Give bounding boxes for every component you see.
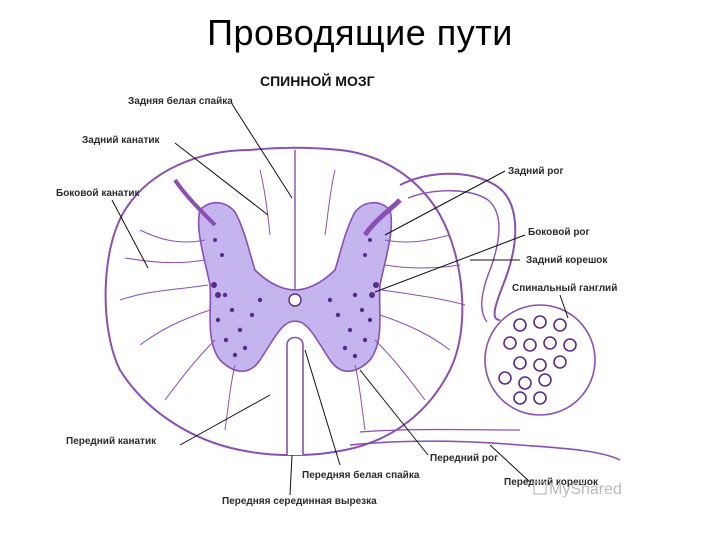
- gray-matter: [197, 201, 393, 373]
- label-peredniy-rog: Передний рог: [430, 453, 498, 464]
- label-peredniy-kanatik: Передний канатик: [66, 436, 157, 447]
- watermark-text: MyShared: [549, 481, 622, 498]
- ganglion-cells: [498, 315, 577, 405]
- dorsal-horn-right: [362, 198, 402, 237]
- white-matter-outline: [104, 146, 464, 456]
- label-bokovoy-rog: Боковой рог: [528, 227, 590, 238]
- slide-title: Проводящие пути: [207, 12, 513, 53]
- dorsal-horn-left: [173, 178, 217, 227]
- label-bokovoy-kanatik: Боковой канатик: [56, 188, 141, 199]
- anterior-median-fissure: [286, 336, 304, 455]
- spinal-ganglion: [484, 304, 596, 416]
- label-zadnyaya-belaya-spaika: Задняя белая спайка: [128, 95, 233, 107]
- label-pointers: [111, 103, 569, 496]
- label-perednyaya-belaya-spaika: Передняя белая спайка: [302, 469, 420, 481]
- label-zadniy-rog: Задний рог: [508, 166, 564, 177]
- label-spinalnyi-gangliy: Спинальный ганглий: [512, 283, 617, 294]
- watermark-logo-icon: [533, 481, 547, 495]
- dorsal-root-outline: [399, 172, 517, 321]
- ventral-root-inner: [359, 428, 521, 433]
- diagram-heading: СПИННОЙ МОЗГ: [260, 72, 375, 89]
- dorsal-root-inner: [407, 190, 500, 323]
- label-zadniy-kanatik: Задний канатик: [82, 135, 161, 146]
- label-peredniy-koreshok: Передний корешок: [504, 477, 599, 488]
- white-matter-fibers: [119, 169, 466, 431]
- ventral-root-outline: [349, 440, 621, 461]
- gray-matter-neurons: [211, 238, 379, 359]
- label-zadniy-koreshok: Задний корешок: [526, 255, 608, 266]
- label-perednyaya-sredinnaya-vyrezka: Передняя серединная вырезка: [222, 496, 377, 507]
- central-canal: [288, 293, 302, 307]
